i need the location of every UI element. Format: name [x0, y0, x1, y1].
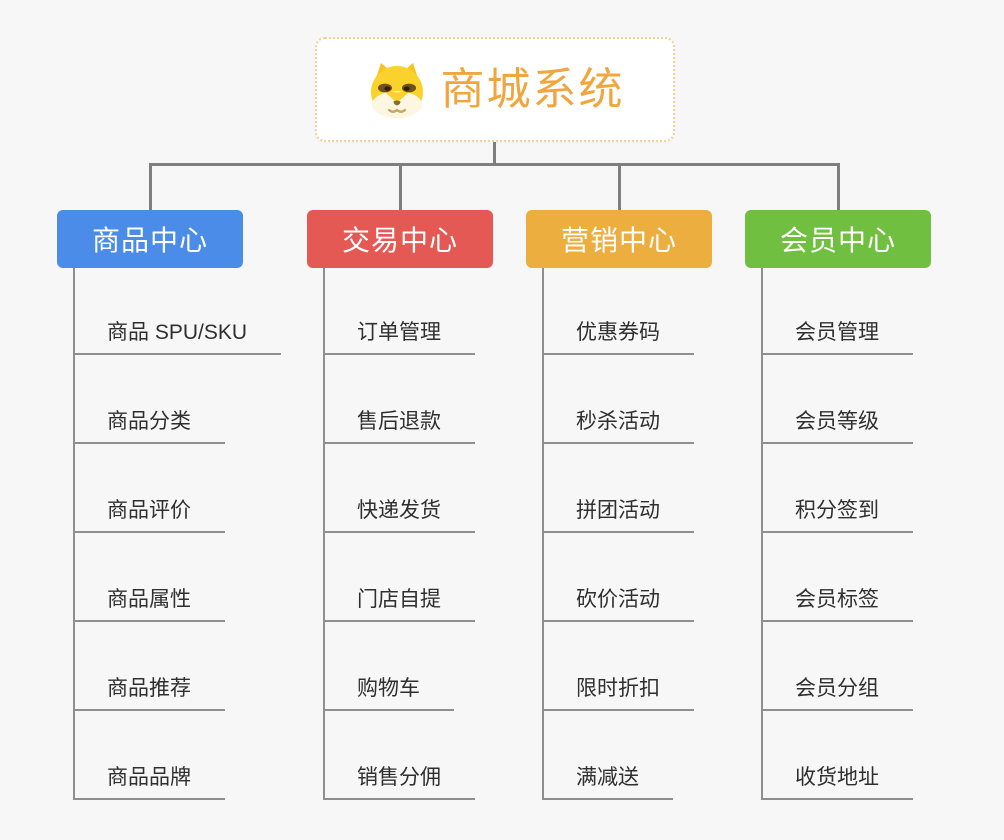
branch-drop-connector: [149, 163, 152, 210]
shiba-dog-icon: [366, 61, 428, 119]
node-item[interactable]: 订单管理: [325, 268, 475, 355]
node-item[interactable]: 商品品牌: [75, 711, 225, 800]
node-item[interactable]: 优惠券码: [544, 268, 694, 355]
node-item[interactable]: 会员管理: [763, 268, 913, 355]
branch-items: 订单管理 售后退款 快递发货 门店自提 购物车 销售分佣: [323, 268, 547, 800]
node-item[interactable]: 商品属性: [75, 533, 225, 622]
branch-drop-connector: [399, 163, 402, 210]
branch-column-member-center: 会员中心 会员管理 会员等级 积分签到 会员标签 会员分组 收货地址: [745, 210, 985, 800]
branch-drop-connector: [618, 163, 621, 210]
node-item[interactable]: 商品分类: [75, 355, 225, 444]
root-title: 商城系统: [440, 64, 625, 114]
branch-header-member-center[interactable]: 会员中心: [745, 210, 931, 268]
branch-items: 会员管理 会员等级 积分签到 会员标签 会员分组 收货地址: [761, 268, 985, 800]
node-item[interactable]: 销售分佣: [325, 711, 475, 800]
branch-drop-connector: [837, 163, 840, 210]
branch-column-trade-center: 交易中心 订单管理 售后退款 快递发货 门店自提 购物车 销售分佣: [307, 210, 547, 800]
branch-column-marketing-center: 营销中心 优惠券码 秒杀活动 拼团活动 砍价活动 限时折扣 满减送: [526, 210, 766, 800]
node-item[interactable]: 门店自提: [325, 533, 475, 622]
node-item[interactable]: 收货地址: [763, 711, 913, 800]
node-item[interactable]: 商品评价: [75, 444, 225, 533]
branch-header-product-center[interactable]: 商品中心: [57, 210, 243, 268]
node-item[interactable]: 快递发货: [325, 444, 475, 533]
node-item[interactable]: 商品 SPU/SKU: [75, 268, 282, 355]
node-item[interactable]: 限时折扣: [544, 622, 694, 711]
node-item[interactable]: 满减送: [544, 711, 673, 800]
node-item[interactable]: 会员等级: [763, 355, 913, 444]
node-item[interactable]: 砍价活动: [544, 533, 694, 622]
branch-header-marketing-center[interactable]: 营销中心: [526, 210, 712, 268]
node-item[interactable]: 会员分组: [763, 622, 913, 711]
root-stem-connector: [493, 142, 496, 163]
root-node[interactable]: 商城系统: [315, 37, 675, 142]
branch-header-trade-center[interactable]: 交易中心: [307, 210, 493, 268]
node-item[interactable]: 会员标签: [763, 533, 913, 622]
branch-items: 商品 SPU/SKU 商品分类 商品评价 商品属性 商品推荐 商品品牌: [73, 268, 297, 800]
node-item[interactable]: 商品推荐: [75, 622, 225, 711]
node-item[interactable]: 售后退款: [325, 355, 475, 444]
node-item[interactable]: 秒杀活动: [544, 355, 694, 444]
branch-rail-connector: [149, 163, 840, 166]
node-item[interactable]: 积分签到: [763, 444, 913, 533]
branch-column-product-center: 商品中心 商品 SPU/SKU 商品分类 商品评价 商品属性 商品推荐 商品品牌: [57, 210, 297, 800]
node-item[interactable]: 拼团活动: [544, 444, 694, 533]
branch-items: 优惠券码 秒杀活动 拼团活动 砍价活动 限时折扣 满减送: [542, 268, 766, 800]
node-item[interactable]: 购物车: [325, 622, 454, 711]
